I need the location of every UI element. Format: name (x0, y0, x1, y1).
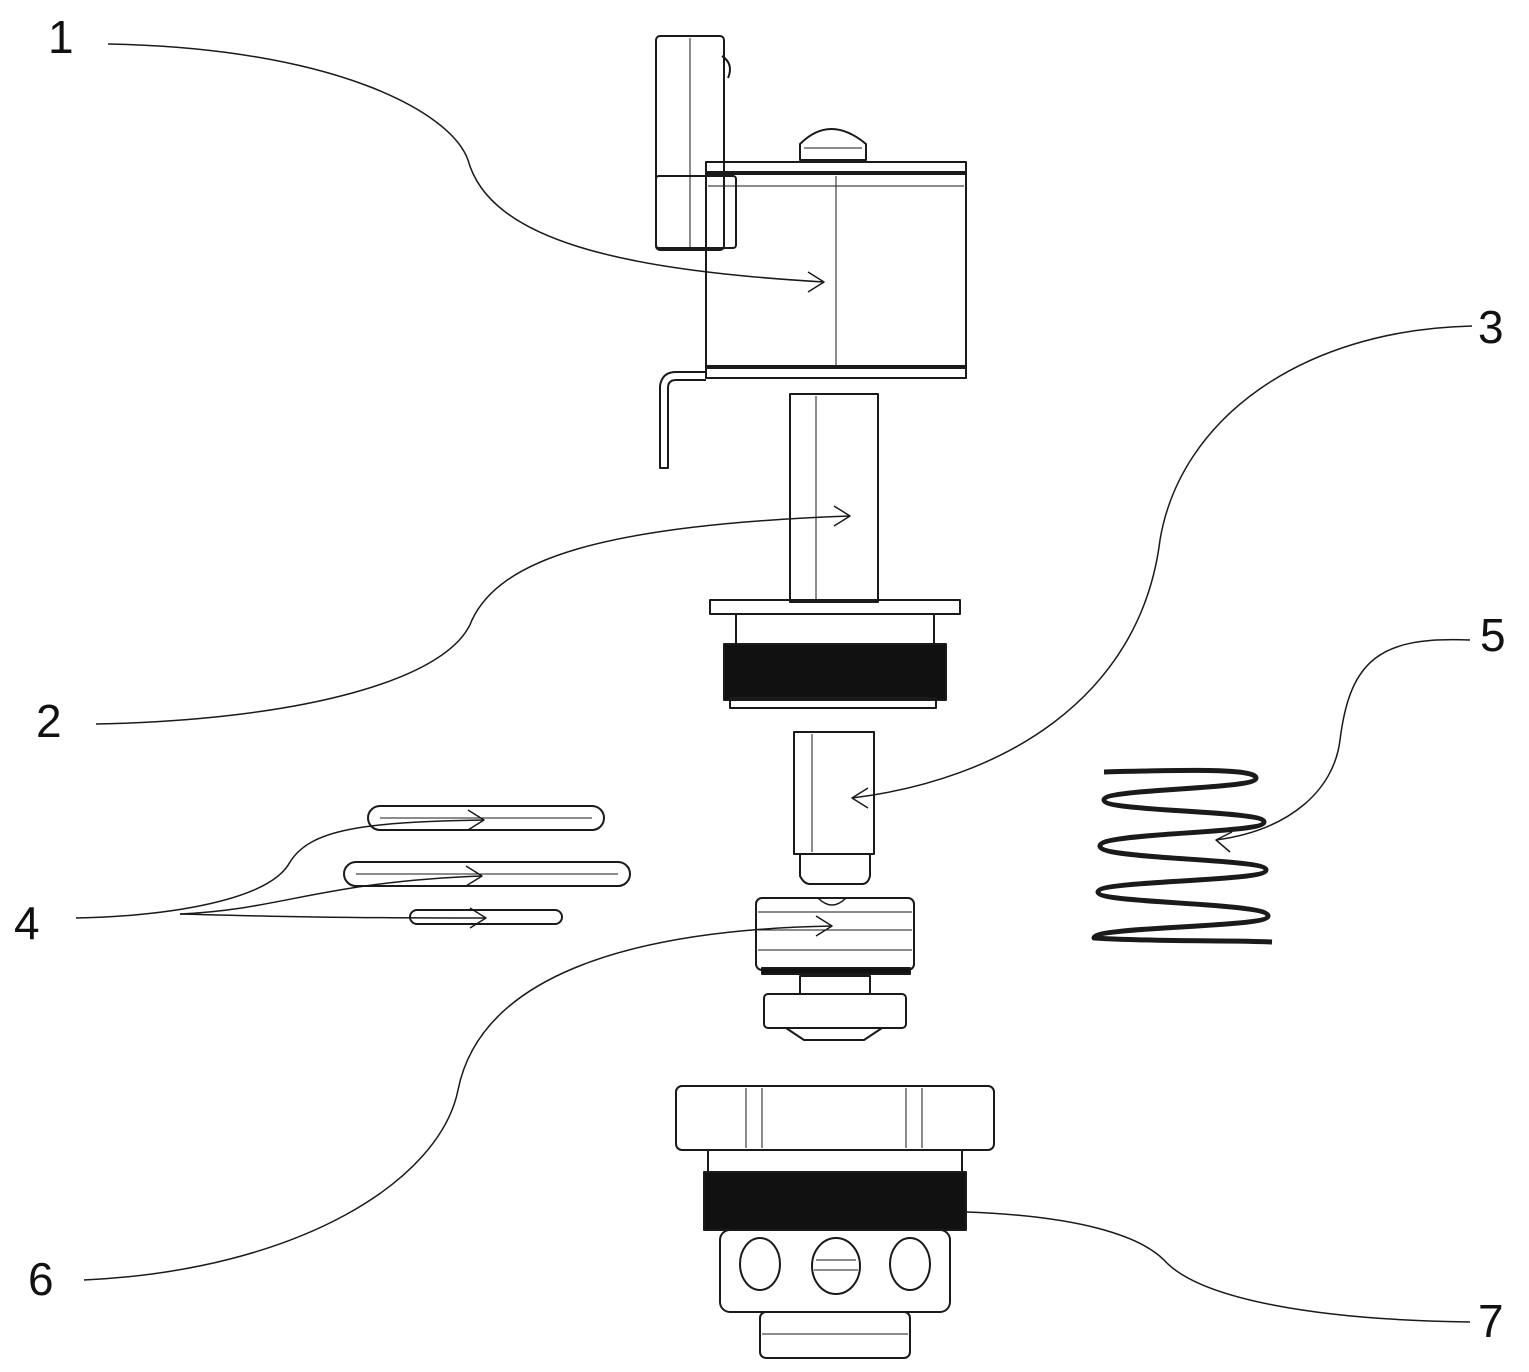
label-4: 4 (14, 897, 40, 949)
part-coil (655, 35, 967, 469)
part-valve-body (675, 1085, 995, 1359)
part-seals (343, 805, 631, 925)
part-sleeve (709, 393, 961, 709)
part-valve-core (755, 897, 915, 1041)
label-5: 5 (1480, 609, 1506, 661)
part-plunger (793, 731, 875, 885)
label-7: 7 (1478, 1295, 1504, 1347)
label-3: 3 (1478, 301, 1504, 353)
label-1: 1 (48, 11, 74, 63)
label-2: 2 (36, 695, 62, 747)
label-6: 6 (28, 1253, 54, 1305)
part-spring (1091, 767, 1273, 945)
leader-lines (75, 43, 1473, 1323)
